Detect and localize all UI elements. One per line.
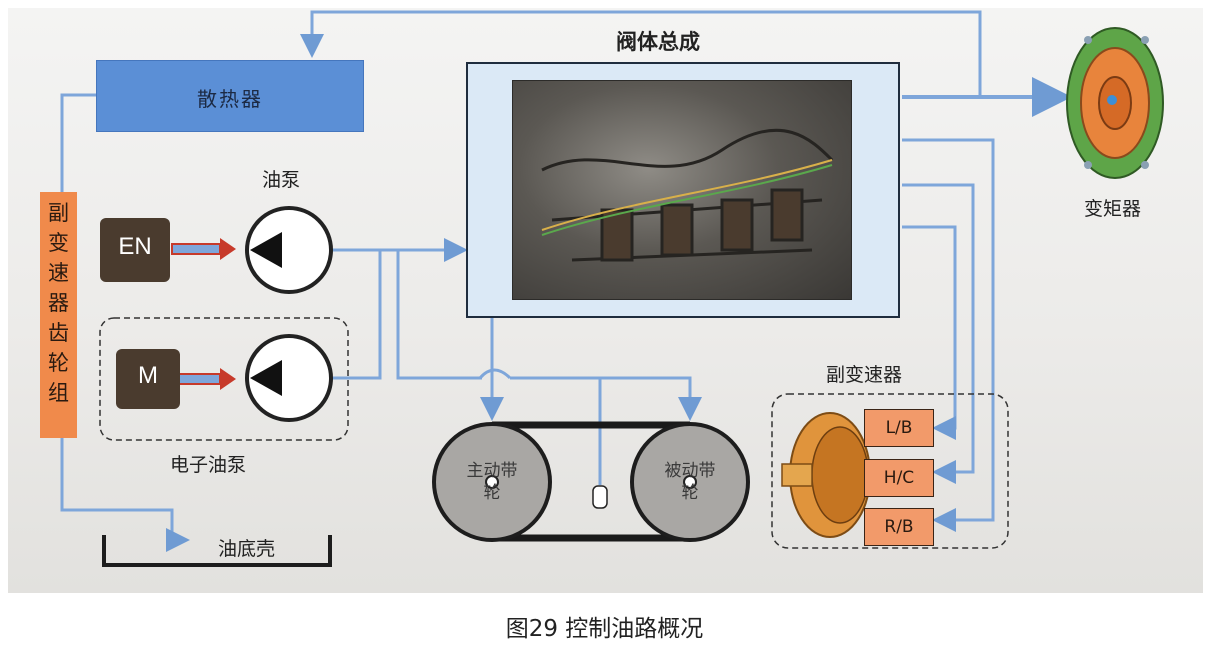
clutch-lb-label: L/B (885, 418, 913, 438)
drive-pulley-label: 主动带轮 (466, 461, 518, 503)
motor-box: M (116, 349, 180, 409)
clutch-rb-label: R/B (884, 517, 914, 537)
line-bridge (478, 368, 512, 380)
engine-arrow (171, 238, 236, 260)
line-to-hc (902, 183, 975, 484)
oil-pan-tray (102, 535, 332, 567)
torque-converter-image (1066, 27, 1164, 179)
oil-pump-symbol (245, 206, 333, 294)
pressure-sensor (592, 485, 608, 509)
line-valve-to-radiator (300, 10, 982, 97)
valve-body-label: 阀体总成 (616, 30, 700, 54)
electric-pump-dashed-box (99, 317, 349, 441)
oil-pump-label: 油泵 (262, 169, 301, 191)
motor-arrow (171, 368, 236, 390)
line-electric-pump (330, 250, 382, 380)
line-radiator-to-oil-pan (60, 93, 190, 552)
aux-gear-set-box: 副变速器齿轮组 (40, 192, 77, 438)
clutch-hc-label: H/C (883, 468, 915, 488)
figure-caption: 图29 控制油路概况 (505, 616, 704, 642)
aux-transmission-image (781, 412, 871, 538)
engine-box: EN (100, 218, 170, 282)
valve-body-photo-lines (541, 128, 834, 262)
drive-pulley-hub (485, 475, 499, 489)
radiator-box: 散热器 (96, 60, 364, 132)
aux-gear-set-label: 副变速器齿轮组 (48, 201, 69, 405)
aux-transmission-label: 副变速器 (826, 364, 903, 386)
driven-pulley-hub (683, 475, 697, 489)
electric-pump-symbol (245, 334, 333, 422)
line-to-rb (902, 138, 995, 532)
cvt-belt (492, 421, 690, 542)
line-to-driven-pulley (510, 376, 702, 421)
clutch-lb-box: L/B (864, 409, 934, 447)
motor-label: M (138, 362, 158, 389)
torque-converter-label: 变矩器 (1084, 198, 1142, 220)
driven-pulley-label: 被动带轮 (664, 461, 716, 503)
oil-pan-label: 油底壳 (218, 538, 276, 560)
radiator-label: 散热器 (197, 87, 263, 111)
engine-label: EN (118, 233, 152, 260)
aux-transmission-dashed-box (771, 393, 1009, 549)
clutch-hc-box: H/C (864, 459, 934, 497)
line-to-lb (902, 225, 957, 440)
electric-pump-label: 电子油泵 (170, 454, 247, 476)
line-branch-pulleys (396, 250, 482, 380)
clutch-rb-box: R/B (864, 508, 934, 546)
